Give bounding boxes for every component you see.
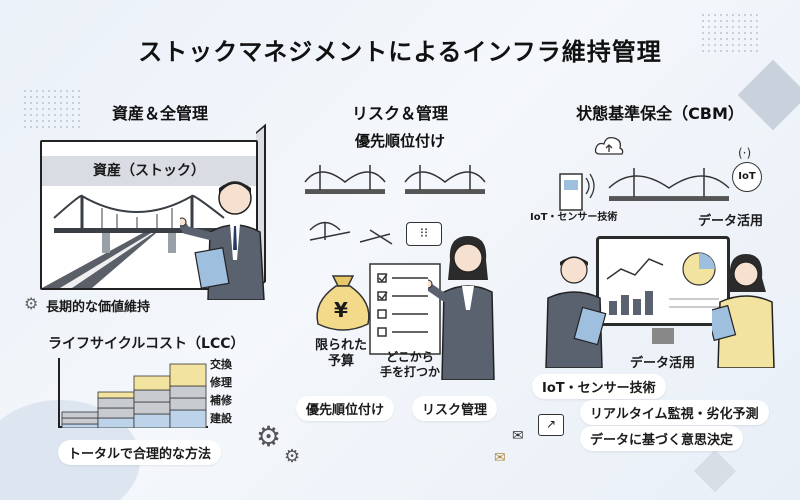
lcc-layer-exchange: 交換 <box>210 358 232 371</box>
lcc-stack-chart <box>61 363 207 429</box>
trend-chart-icon: ↗ <box>538 414 564 436</box>
middle-section-heading: リスク＆管理 <box>351 104 448 123</box>
gear-small-icon: ⚙ <box>284 446 301 467</box>
cbm-bridge-illustration <box>608 168 730 201</box>
gear-cluster-icon: ⚙ <box>256 420 282 453</box>
limited-budget-line2: 予算 <box>327 354 354 369</box>
iot-sensor-small-label: IoT・センサー技術 <box>530 212 618 223</box>
lcc-legend: 交換 修理 補修 建設 <box>210 356 232 428</box>
asset-board: 資産（ストック） <box>40 140 258 290</box>
right-section-heading: 状態基準保全（CBM） <box>576 104 744 123</box>
left-section-heading: 資産＆全管理 <box>111 104 208 123</box>
asset-board-label: 資産（ストック） <box>42 156 256 186</box>
iot-sensor-tag: IoT・センサー技術 <box>532 374 666 399</box>
businessman-tablet-illustration <box>545 256 607 368</box>
businesswoman-illustration <box>428 236 495 380</box>
lcc-bar-segment <box>61 411 99 419</box>
lcc-bar-segment <box>61 417 99 425</box>
where-to-act-line2: 手を打つか <box>379 365 440 379</box>
bridge-illustration <box>42 194 225 288</box>
lcc-bar-segment <box>169 397 207 411</box>
gear-icon: ⚙ <box>24 294 39 313</box>
diamond-decoration <box>693 449 737 493</box>
limited-budget-label: 限られた 予算 <box>306 338 376 370</box>
sensor-device-icon <box>559 173 595 211</box>
where-to-act-label: どこから 手を打つか <box>370 350 450 380</box>
lcc-bar-segment <box>97 397 135 409</box>
risk-management-tag: リスク管理 <box>412 396 498 421</box>
lcc-bar-segment <box>169 409 207 429</box>
iot-badge: IoT <box>732 162 762 192</box>
dot-pattern-decoration <box>700 12 760 52</box>
page-title: ストックマネジメントによるインフラ維持管理 <box>138 38 662 66</box>
dashboard-charts <box>606 252 719 315</box>
monitor-stand <box>652 328 674 344</box>
lcc-title: ライフサイクルコスト（LCC） <box>48 336 245 352</box>
lcc-bar-segment <box>133 389 171 403</box>
lcc-bar-segment <box>97 391 135 399</box>
lcc-bar-segment <box>133 413 171 429</box>
monitor-dashboard <box>596 236 730 326</box>
lcc-bar-segment <box>133 401 171 415</box>
cloud-upload-icon <box>594 136 624 155</box>
wifi-icon: (·) <box>738 146 752 160</box>
lcc-chart <box>58 358 208 429</box>
lcc-layer-maintenance: 補修 <box>210 394 232 407</box>
mail-icon: ✉ <box>512 428 524 444</box>
data-use-mid-label: データ活用 <box>630 356 696 371</box>
middle-section-subheading: 優先順位付け <box>354 132 445 150</box>
data-driven-decision-tag: データに基づく意思決定 <box>580 426 744 451</box>
money-bag-icon <box>316 275 370 331</box>
iot-badge-text: IoT <box>738 171 756 182</box>
priority-tag: 優先順位付け <box>296 396 395 421</box>
lcc-bar-segment <box>97 407 135 419</box>
realtime-monitoring-tag: リアルタイム監視・劣化予測 <box>580 400 769 425</box>
dot-pattern-decoration <box>22 88 82 128</box>
businessman-pointing-illustration <box>180 181 265 300</box>
lcc-bar-segment <box>169 363 207 387</box>
limited-budget-line1: 限られた <box>314 338 367 353</box>
long-term-value-label: 長期的な価値維持 <box>46 300 151 315</box>
lcc-layer-repair: 修理 <box>210 376 232 389</box>
mail-icon: ✉ <box>494 450 506 466</box>
lcc-bar-segment <box>169 385 207 399</box>
yen-symbol: ¥ <box>334 298 348 322</box>
bridge-icons-group <box>304 165 486 245</box>
businesswoman-tablet-illustration <box>712 254 775 368</box>
checklist-icon <box>369 263 441 355</box>
lcc-bar-segment <box>97 417 135 429</box>
lcc-bar-segment <box>61 423 99 429</box>
left-footer-tag: トータルで合理的な方法 <box>58 440 222 465</box>
where-to-act-line1: どこから <box>386 350 434 364</box>
lcc-layer-construction: 建設 <box>210 412 232 425</box>
speech-bubble: ⁝⁝ <box>406 222 442 246</box>
data-use-top-label: データ活用 <box>698 214 764 229</box>
lcc-bar-segment <box>133 375 171 391</box>
